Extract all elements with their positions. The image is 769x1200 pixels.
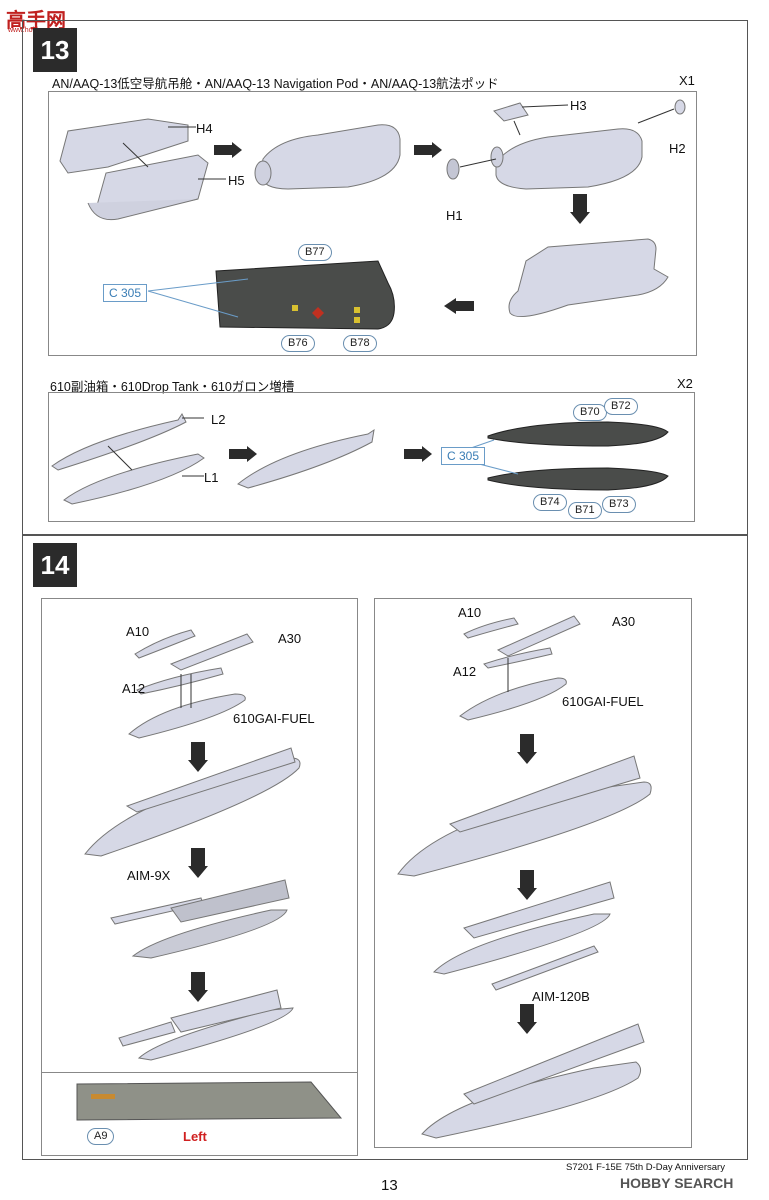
pod-panel xyxy=(48,91,697,356)
left-tank-final xyxy=(137,1007,294,1061)
left-label-aim9x: AIM-9X xyxy=(127,868,171,883)
right-label-aim120b: AIM-120B xyxy=(532,989,590,1004)
pod-right-shape xyxy=(495,128,643,190)
part-h2-shape xyxy=(674,99,686,115)
step13-frame xyxy=(22,20,748,535)
pod-qty: X1 xyxy=(679,73,695,88)
arrow-right-3 xyxy=(517,1004,537,1034)
right-label-a10: A10 xyxy=(458,605,482,620)
inset-illustration xyxy=(76,1081,343,1121)
label-h3: H3 xyxy=(570,98,587,113)
left-label-fuel: 610GAI-FUEL xyxy=(233,711,315,726)
left-label-a10: A10 xyxy=(126,624,150,639)
decal-b72: B72 xyxy=(604,398,638,415)
right-tank-aim120b xyxy=(432,913,611,975)
arrow-pod-left xyxy=(444,298,474,314)
arrow-tank-1 xyxy=(229,446,257,462)
right-fuel-tank-large xyxy=(397,781,652,877)
left-label-a30: A30 xyxy=(278,631,302,646)
tank-panel xyxy=(48,392,695,522)
part-h4-shape xyxy=(59,118,189,174)
right-panel xyxy=(374,598,692,1148)
label-h5: H5 xyxy=(228,173,245,188)
tank-title: 610副油箱・610Drop Tank・610ガロン増槽 xyxy=(50,380,295,394)
color-callout-tank: C 305 xyxy=(441,447,486,465)
right-label-fuel: 610GAI-FUEL xyxy=(562,694,644,709)
tank-illustration xyxy=(51,413,669,505)
inset-decal-a9: A9 xyxy=(87,1128,115,1145)
label-l2: L2 xyxy=(211,412,226,427)
decal-b74: B74 xyxy=(533,494,567,511)
left-tank-aim9x xyxy=(131,909,288,959)
page-number: 13 xyxy=(381,1177,398,1194)
step14-frame xyxy=(22,535,748,1160)
left-assembly-illustration xyxy=(84,629,301,1061)
site-logo: 高手网 xyxy=(6,10,66,32)
left-fuel-tank-small xyxy=(128,693,246,739)
right-label-a12: A12 xyxy=(453,664,477,679)
assembled-pod-lower xyxy=(508,238,669,318)
left-label-a12: A12 xyxy=(122,681,146,696)
painted-tank-bottom xyxy=(487,467,669,491)
arrow-pod-2 xyxy=(414,142,442,158)
painted-tank-top xyxy=(487,421,669,447)
arrow-pod-down xyxy=(570,194,590,224)
left-inset xyxy=(41,1072,358,1156)
footer-product: S7201 F-15E 75th D-Day Anniversary xyxy=(566,1162,725,1173)
painted-pod-shape xyxy=(215,260,395,330)
brand-logo: HOBBY SEARCH xyxy=(620,1175,734,1191)
decal-b76: B76 xyxy=(281,335,315,352)
arrow-pod-1 xyxy=(214,142,242,158)
arrow-left-1 xyxy=(188,742,208,772)
decal-b71: B71 xyxy=(568,502,602,519)
inset-side-left: Left xyxy=(183,1129,207,1144)
arrow-left-2 xyxy=(188,848,208,878)
label-h2: H2 xyxy=(669,141,686,156)
decal-b73: B73 xyxy=(602,496,636,513)
decal-b77: B77 xyxy=(298,244,332,261)
part-h1-shape xyxy=(446,158,460,180)
arrow-tank-2 xyxy=(404,446,432,462)
assembled-tank-shape xyxy=(237,428,375,489)
arrow-right-2 xyxy=(517,870,537,900)
pod-illustration xyxy=(59,99,686,330)
right-assembly-illustration xyxy=(397,615,652,1139)
decal-b70: B70 xyxy=(573,404,607,421)
part-h3-shape xyxy=(493,102,529,122)
assembled-pod-shape xyxy=(259,124,401,190)
pod-title: AN/AAQ-13低空导航吊舱・AN/AAQ-13 Navigation Pod… xyxy=(52,77,499,91)
right-label-a30: A30 xyxy=(612,614,636,629)
color-callout-pod: C 305 xyxy=(103,284,148,302)
right-fuel-tank-small xyxy=(459,677,567,721)
step14-number: 14 xyxy=(33,543,77,587)
arrow-left-3 xyxy=(188,972,208,1002)
part-l1-shape xyxy=(63,453,205,505)
arrow-right-1 xyxy=(517,734,537,764)
label-l1: L1 xyxy=(204,470,219,485)
label-h4: H4 xyxy=(196,121,213,136)
decal-b78: B78 xyxy=(343,335,377,352)
step13-number: 13 xyxy=(33,28,77,72)
tank-qty: X2 xyxy=(677,376,693,391)
label-h1: H1 xyxy=(446,208,463,223)
left-fuel-tank-large xyxy=(84,757,301,857)
